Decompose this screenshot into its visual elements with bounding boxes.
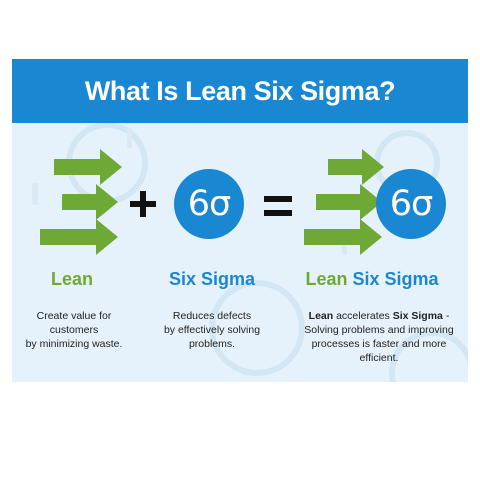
result-label-six-sigma: Six Sigma (352, 269, 439, 289)
six-sigma-symbol: 6σ (187, 184, 231, 224)
six-sigma-desc-line2: by effectively solving problems. (163, 324, 261, 350)
result-desc-dash: - (442, 310, 450, 322)
result-six-sigma-icon: 6σ (376, 169, 446, 239)
result-desc-lean: Lean (308, 310, 334, 322)
six-sigma-desc-line1: Reduces defects (172, 310, 252, 322)
lean-label: Lean (50, 269, 93, 289)
title-banner: What Is Lean Six Sigma? (12, 59, 468, 123)
page-title: What Is Lean Six Sigma? (84, 75, 396, 106)
equals-operator (264, 196, 292, 216)
six-sigma-icon: 6σ (174, 169, 244, 239)
result-desc-accelerates: accelerates (333, 310, 393, 322)
six-sigma-label: Six Sigma (168, 269, 256, 289)
result-six-sigma-symbol: 6σ (389, 184, 433, 224)
result-label-lean: Lean (305, 269, 348, 289)
lean-six-sigma-label: Lean Six Sigma (302, 269, 442, 290)
result-desc-line2: Solving problems and improving (304, 324, 454, 336)
result-green-arrows-icon (304, 149, 384, 255)
six-sigma-description: Reduces defects by effectively solving p… (142, 309, 282, 351)
plus-operator (130, 191, 156, 217)
result-desc-line1: Lean accelerates Six Sigma - (294, 309, 464, 323)
infographic-card: What Is Lean Six Sigma? 6σ (12, 59, 468, 382)
green-arrows-icon (40, 149, 122, 255)
result-desc-line3: processes is faster and more efficient. (311, 338, 447, 364)
lean-description: Create value for customers by minimizing… (12, 309, 136, 351)
lean-desc-line1: Create value for customers (36, 310, 112, 336)
result-desc-six-sigma: Six Sigma (392, 310, 443, 322)
lean-six-sigma-description: Lean accelerates Six Sigma - Solving pro… (294, 309, 464, 365)
lean-desc-line2: by minimizing waste. (25, 338, 123, 350)
